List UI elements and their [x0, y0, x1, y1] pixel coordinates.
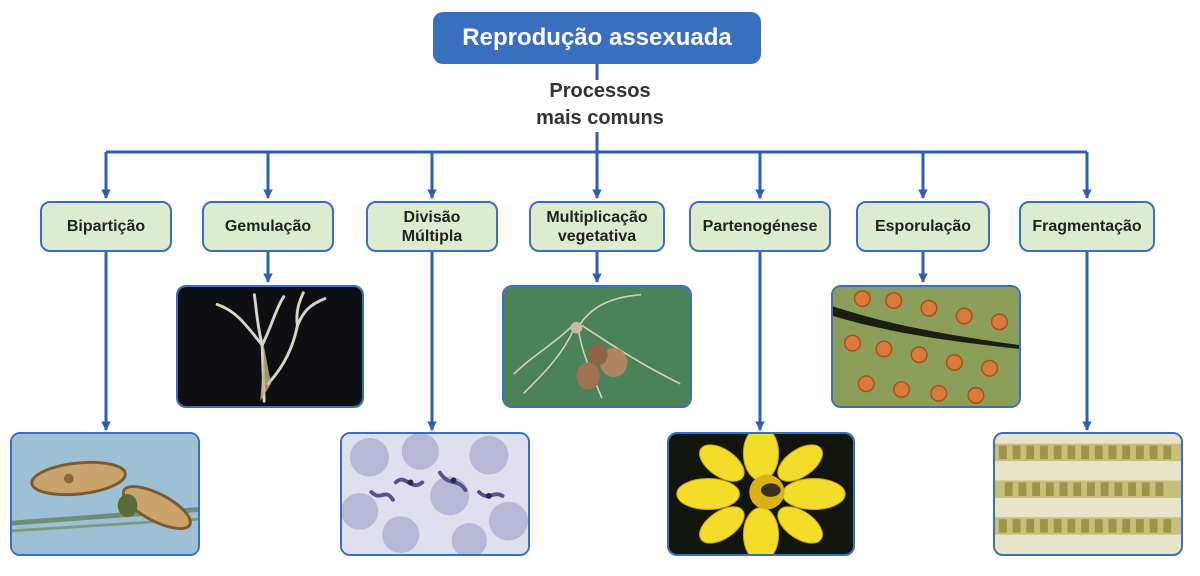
node-partenogenese: Partenogénese	[689, 201, 831, 252]
node-esporulacao: Esporulação	[856, 201, 990, 252]
node-multiplicacao-vegetativa: Multiplicação vegetativa	[529, 201, 665, 252]
node-label: Gemulação	[224, 218, 312, 235]
node-label: Divisão Múltipla	[401, 208, 463, 245]
node-gemulacao: Gemulação	[202, 201, 334, 252]
budding-photo	[176, 285, 364, 408]
node-label: Multiplicação vegetativa	[546, 208, 648, 245]
bipartition-photo	[10, 432, 200, 556]
subtitle-label: Processos mais comuns	[500, 78, 700, 132]
node-label: Bipartição	[66, 218, 146, 235]
multiple-division-photo	[340, 432, 530, 556]
root-label: Reprodução assexuada	[462, 24, 732, 51]
node-fragmentacao: Fragmentação	[1019, 201, 1155, 252]
node-label: Esporulação	[874, 218, 972, 235]
node-divisao-multipla: Divisão Múltipla	[366, 201, 498, 252]
subtitle-line-2: mais comuns	[536, 107, 664, 129]
parthenogenesis-photo	[667, 432, 855, 556]
node-biparticao: Bipartição	[40, 201, 172, 252]
fragmentation-photo	[993, 432, 1183, 556]
node-label: Partenogénese	[702, 218, 818, 235]
vegetative-propagation-photo	[502, 285, 692, 408]
node-label: Fragmentação	[1032, 218, 1142, 235]
sporulation-photo	[831, 285, 1021, 408]
root-node: Reprodução assexuada	[433, 12, 761, 64]
subtitle-line-1: Processos	[549, 80, 651, 102]
